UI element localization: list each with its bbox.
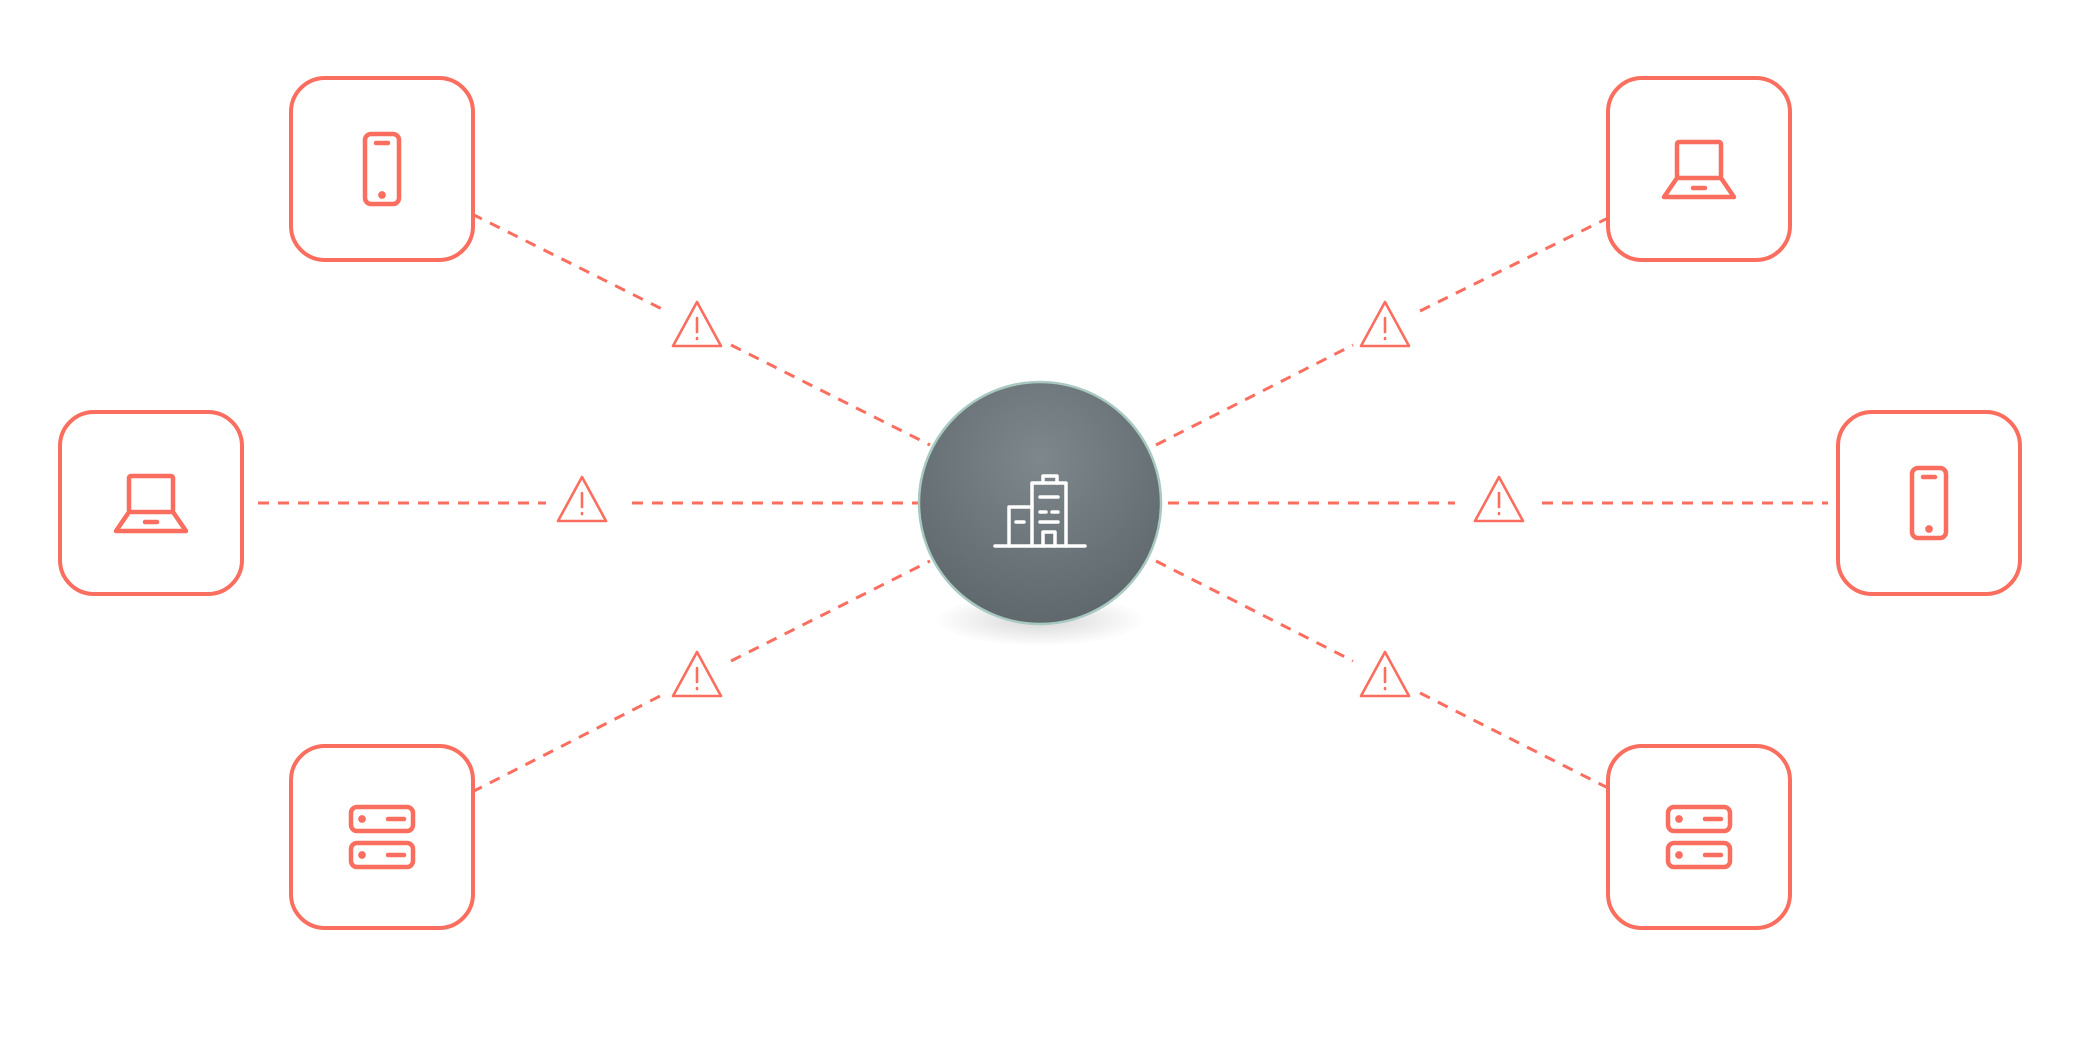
device-node-top-left <box>289 76 475 262</box>
connection-line-bottom-left <box>471 691 667 794</box>
laptop-icon <box>1661 139 1737 200</box>
smartphone-icon <box>362 131 402 207</box>
warning-icon <box>556 475 608 523</box>
connection-line-top-right <box>1419 212 1617 313</box>
device-node-middle-right <box>1836 410 2022 596</box>
warning-icon <box>1359 650 1411 698</box>
device-node-bottom-right <box>1606 744 1792 930</box>
smartphone-icon <box>1909 465 1949 541</box>
connection-line-bottom-right <box>1155 559 1354 663</box>
connection-line-top-right <box>1155 343 1354 447</box>
device-node-top-right <box>1606 76 1792 262</box>
device-node-bottom-left <box>289 744 475 930</box>
connection-line-bottom-right <box>1419 691 1617 794</box>
office-building-icon <box>993 474 1087 548</box>
laptop-icon <box>113 473 189 534</box>
warning-icon <box>1473 475 1525 523</box>
connection-line-bottom-left <box>730 559 931 663</box>
server-icon <box>1665 804 1733 870</box>
server-icon <box>348 804 416 870</box>
warning-icon <box>671 650 723 698</box>
central-hub <box>917 380 1163 646</box>
connection-line-top-left <box>471 212 667 313</box>
warning-icon <box>671 300 723 348</box>
connection-line-top-left <box>730 343 931 447</box>
device-node-middle-left <box>58 410 244 596</box>
warning-icon <box>1359 300 1411 348</box>
